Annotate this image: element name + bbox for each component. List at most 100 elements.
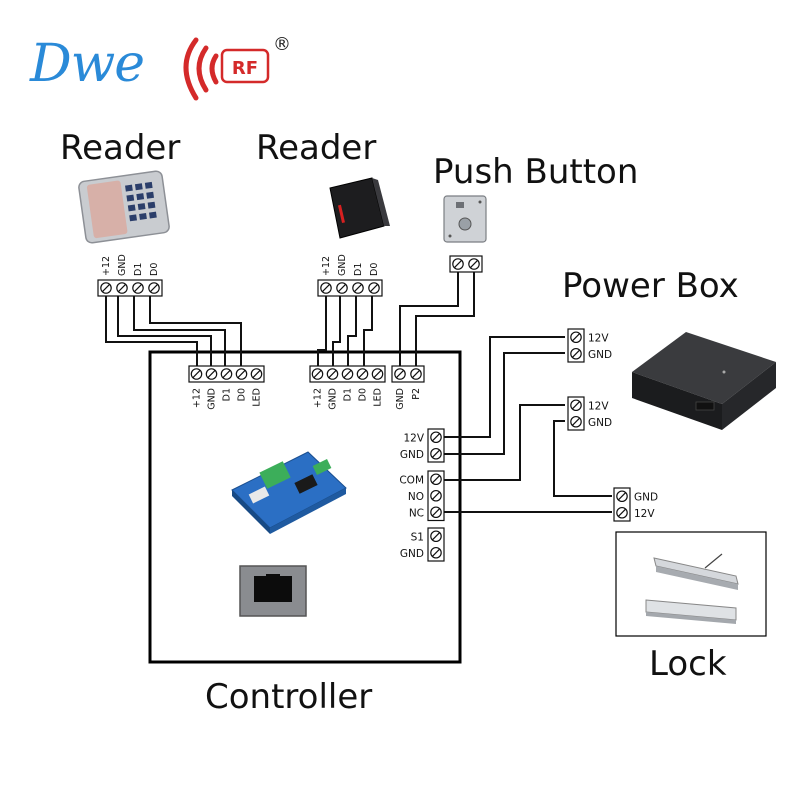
reader-2-terminal-block bbox=[317, 279, 383, 297]
controller-button-terminal-block bbox=[391, 365, 425, 383]
controller-reader-2-screw-3 bbox=[356, 368, 369, 380]
wire-btn-gnd bbox=[399, 272, 459, 368]
wire-r1-d0 bbox=[149, 293, 242, 368]
wire-com bbox=[444, 404, 565, 481]
controller-reader-1-screw-3 bbox=[235, 368, 248, 380]
controller-reader-1-terminal-block bbox=[188, 365, 265, 383]
reader-1-terminal-label-0: +12 bbox=[101, 256, 112, 276]
power-box-label: Power Box bbox=[562, 266, 739, 306]
wire-lock-gnd bbox=[553, 420, 612, 497]
controller-reader-1-screw-1 bbox=[205, 368, 218, 380]
power-box-mid-screw-1 bbox=[570, 415, 582, 428]
controller-relay-screw-2 bbox=[430, 506, 442, 519]
controller-sensor-screw-1 bbox=[430, 546, 442, 559]
reader-2-terminal-label-3: D0 bbox=[369, 263, 380, 276]
power-box-mid-terminal-label-1: GND bbox=[588, 417, 612, 429]
reader-2-label: Reader bbox=[256, 128, 377, 168]
controller-reader-2-terminal-block bbox=[309, 365, 386, 383]
reader-2-screw-0 bbox=[320, 282, 332, 294]
controller-relay-terminal-label-2: NC bbox=[409, 507, 424, 519]
logo-registered-mark: ® bbox=[273, 34, 291, 55]
power-box-mid-terminal-block bbox=[567, 396, 585, 431]
logo-rf-text: RF bbox=[232, 58, 258, 79]
controller-power-terminal-label-1: GND bbox=[400, 449, 424, 461]
lock-terminal-block bbox=[613, 487, 631, 522]
reader-2-screw-2 bbox=[352, 282, 364, 294]
push-button-label: Push Button bbox=[433, 152, 639, 192]
controller-reader-2-terminal-label-3: D0 bbox=[358, 388, 369, 401]
network-port bbox=[239, 565, 307, 617]
power-box-top-screw-1 bbox=[570, 347, 582, 360]
controller-reader-2-terminal-label-1: GND bbox=[328, 388, 339, 410]
controller-power-terminal-block bbox=[427, 428, 445, 463]
controller-button-terminal-label-1: P2 bbox=[411, 388, 422, 400]
wire-r2-12v bbox=[317, 293, 327, 368]
controller-button-screw-0 bbox=[394, 368, 406, 380]
lock-label: Lock bbox=[649, 644, 727, 684]
wire-r2-d1 bbox=[347, 293, 357, 368]
controller-reader-2-screw-2 bbox=[341, 368, 354, 380]
push-button-image bbox=[443, 195, 487, 243]
reader-1-screw-1 bbox=[116, 282, 128, 294]
wire-btn-p2 bbox=[415, 272, 475, 368]
controller-button-screw-1 bbox=[410, 368, 422, 380]
reader-1-screw-2 bbox=[132, 282, 144, 294]
wire-r2-d0 bbox=[363, 293, 373, 368]
magnetic-lock-image bbox=[645, 553, 739, 624]
power-box-top-terminal-label-1: GND bbox=[588, 349, 612, 361]
controller-reader-1-screw-4 bbox=[250, 368, 263, 380]
controller-relay-terminal-label-0: COM bbox=[399, 474, 424, 486]
power-box-mid-screw-0 bbox=[570, 399, 582, 412]
logo-signal-icon bbox=[183, 37, 219, 101]
controller-button-terminal-label-0: GND bbox=[395, 388, 406, 410]
controller-reader-1-terminal-label-4: LED bbox=[252, 388, 263, 407]
wire-r1-d1 bbox=[133, 293, 226, 368]
controller-relay-screw-1 bbox=[430, 489, 442, 502]
push-button-screw-1 bbox=[468, 258, 480, 270]
reader-1-terminal-label-3: D0 bbox=[149, 263, 160, 276]
reader-1-terminal-label-2: D1 bbox=[133, 263, 144, 276]
reader-2-screw-1 bbox=[336, 282, 348, 294]
keypad-reader-image bbox=[78, 170, 170, 244]
controller-reader-1-terminal-label-1: GND bbox=[207, 388, 218, 410]
wires bbox=[105, 272, 612, 513]
controller-reader-1-terminal-label-2: D1 bbox=[222, 388, 233, 401]
controller-relay-terminal-label-1: NO bbox=[408, 491, 424, 503]
wire-r2-gnd bbox=[332, 293, 341, 368]
lock-terminal-label-1: 12V bbox=[634, 508, 655, 520]
reader-2-screw-3 bbox=[368, 282, 380, 294]
reader-1-terminal-label-1: GND bbox=[117, 254, 128, 276]
controller-reader-1-terminal-label-0: +12 bbox=[192, 388, 203, 408]
wire-r1-gnd bbox=[117, 293, 212, 368]
logo-rf-badge bbox=[220, 48, 270, 84]
reader-1-screw-0 bbox=[100, 282, 112, 294]
controller-power-screw-1 bbox=[430, 447, 442, 460]
controller-sensor-terminal-label-0: S1 bbox=[411, 531, 424, 543]
card-reader-image bbox=[329, 177, 390, 239]
reader-1-screw-3 bbox=[148, 282, 160, 294]
lock-frame bbox=[615, 531, 767, 637]
push-button-terminal-block bbox=[449, 255, 483, 273]
reader-1-label: Reader bbox=[60, 128, 181, 168]
controller-power-screw-0 bbox=[430, 431, 442, 444]
controller-reader-2-screw-0 bbox=[311, 368, 324, 380]
controller-sensor-terminal-block bbox=[427, 527, 445, 562]
power-box-top-screw-0 bbox=[570, 331, 582, 344]
power-box-mid-terminal-label-0: 12V bbox=[588, 400, 609, 412]
lock-screw-0 bbox=[616, 490, 628, 503]
reader-2-terminal-label-0: +12 bbox=[321, 256, 332, 276]
controller-relay-terminal-block bbox=[427, 470, 445, 522]
controller-reader-2-screw-4 bbox=[371, 368, 384, 380]
controller-reader-2-terminal-label-0: +12 bbox=[313, 388, 324, 408]
controller-reader-2-terminal-label-4: LED bbox=[373, 388, 384, 407]
controller-sensor-terminal-label-1: GND bbox=[400, 548, 424, 560]
reader-1-terminal-block bbox=[97, 279, 163, 297]
controller-label: Controller bbox=[205, 677, 373, 717]
controller-relay-screw-0 bbox=[430, 473, 442, 486]
lock-terminal-label-0: GND bbox=[634, 491, 658, 503]
reader-2-terminal-label-2: D1 bbox=[353, 263, 364, 276]
controller-reader-2-terminal-label-2: D1 bbox=[343, 388, 354, 401]
controller-sensor-screw-0 bbox=[430, 530, 442, 543]
reader-2-terminal-label-1: GND bbox=[337, 254, 348, 276]
